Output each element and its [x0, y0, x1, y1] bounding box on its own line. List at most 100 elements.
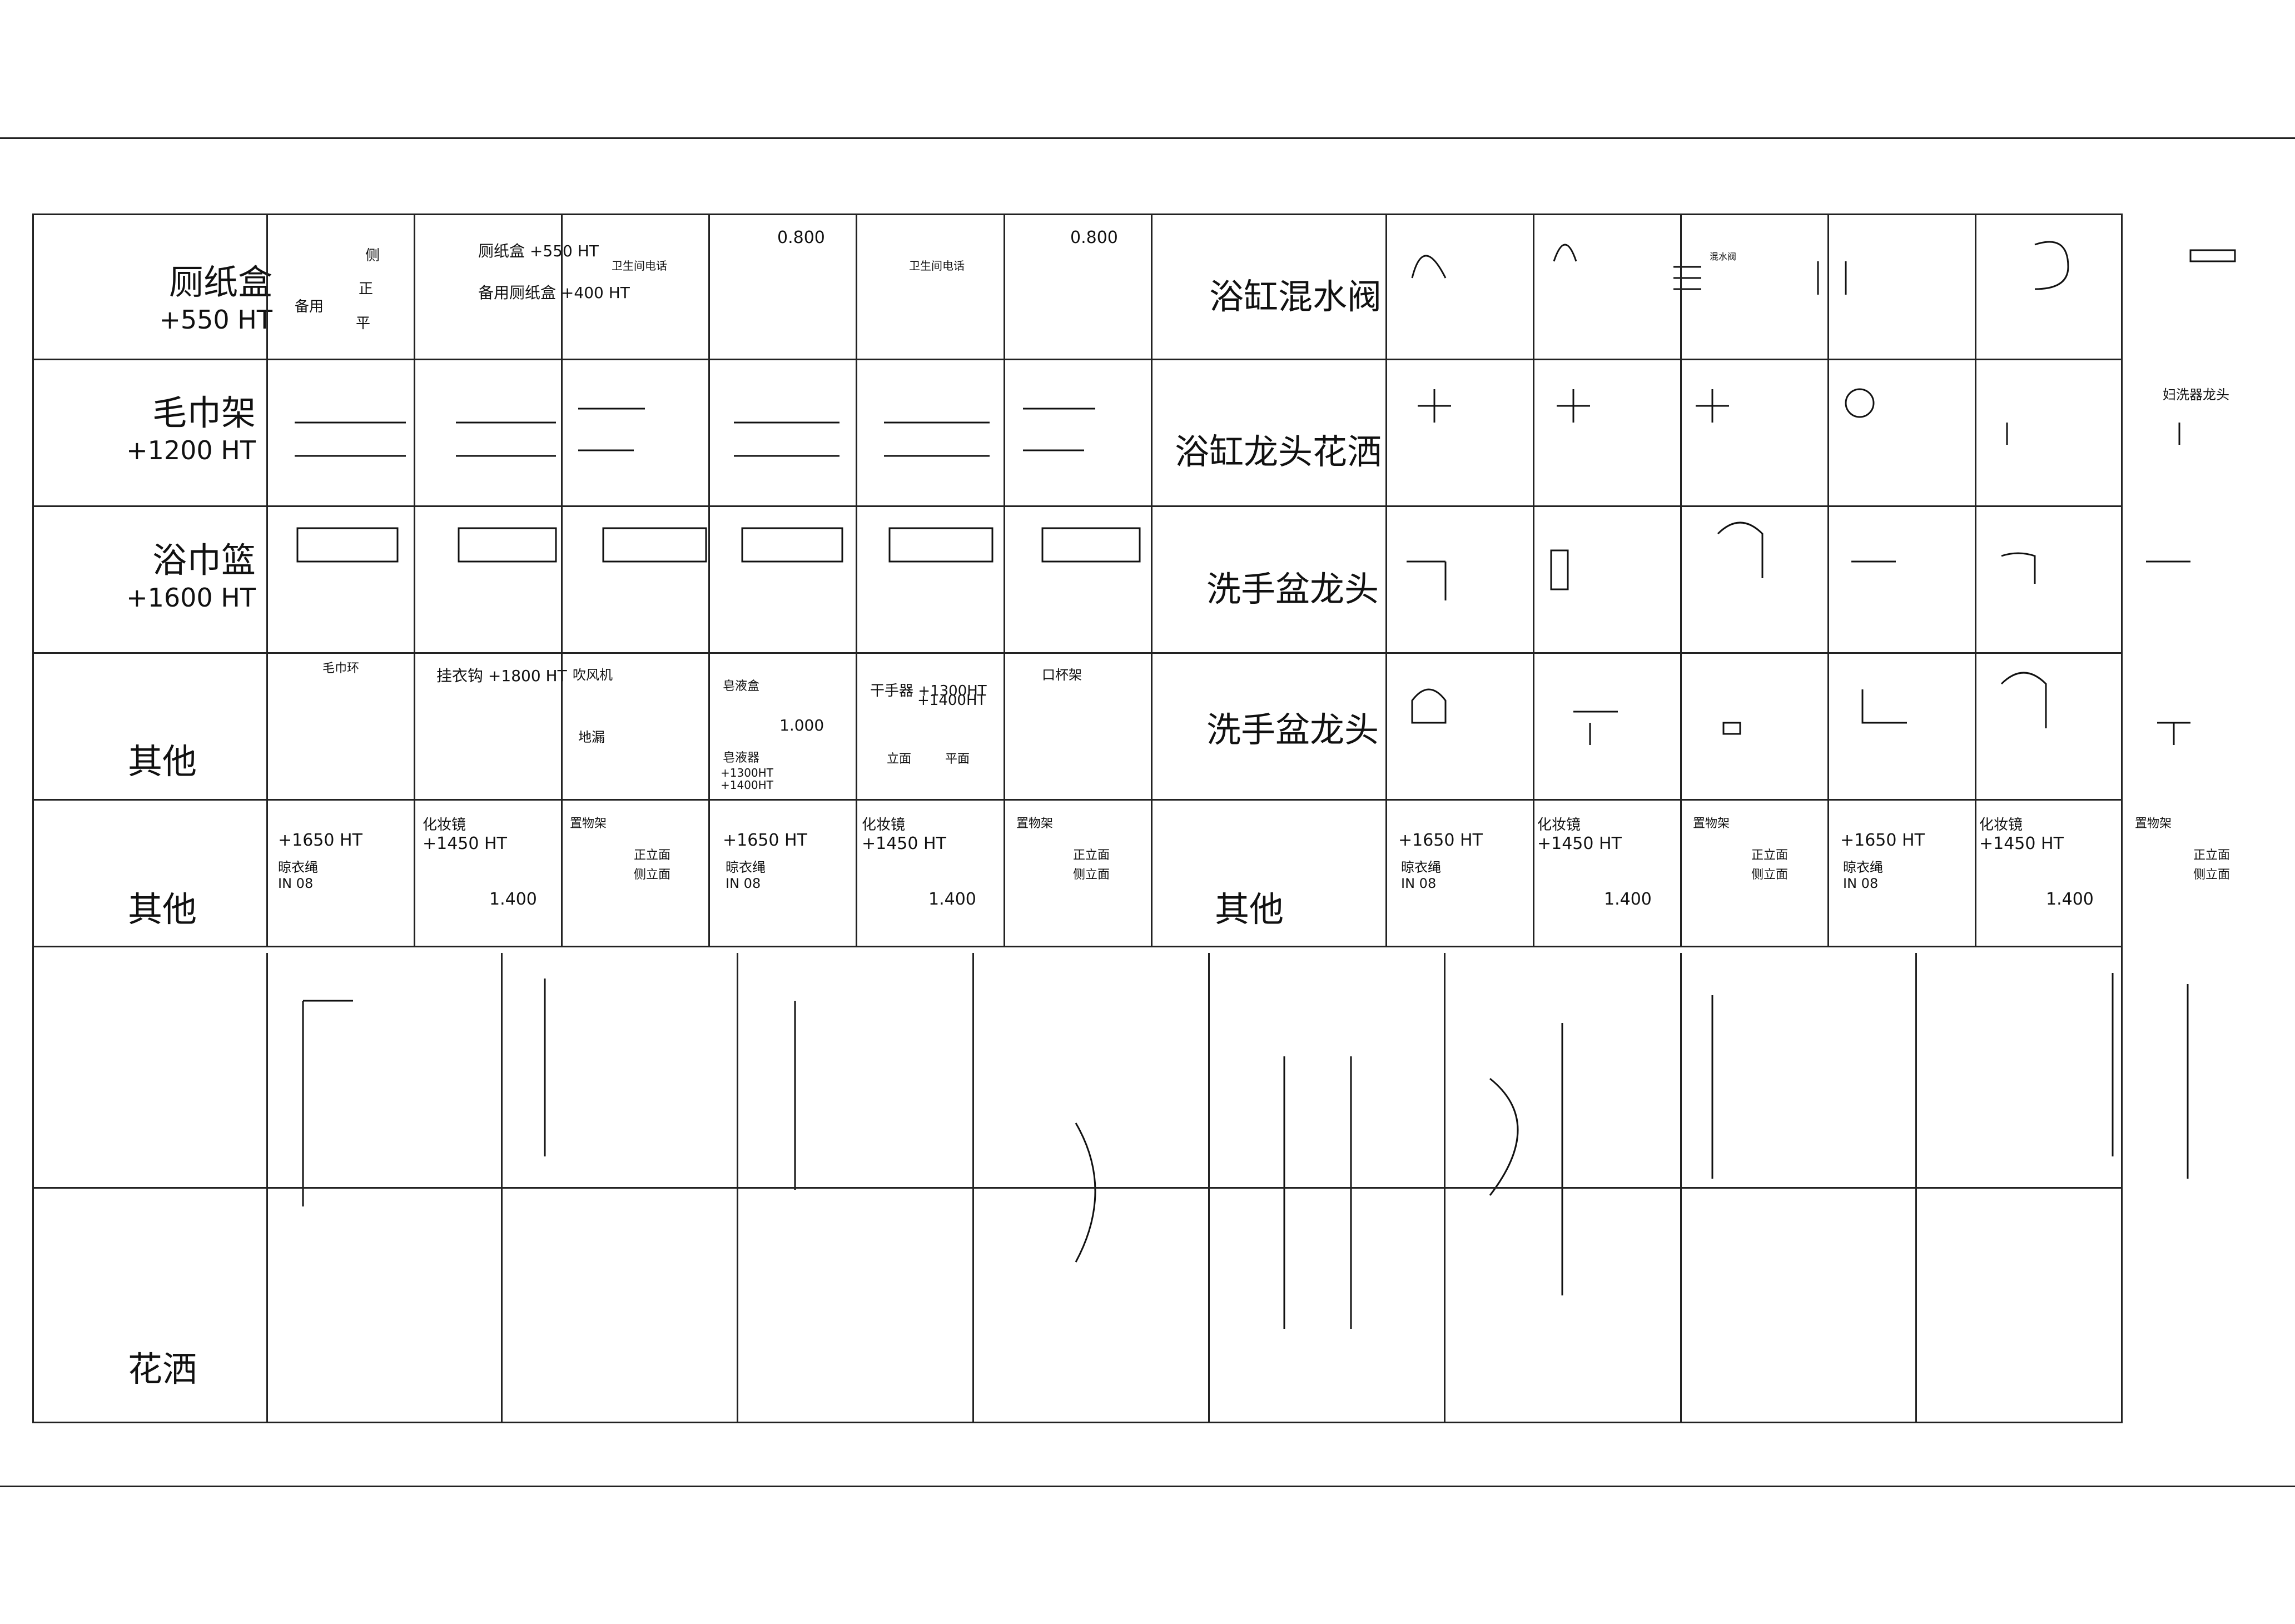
- grid-cell: [1829, 360, 1976, 507]
- ht-1650-text-2: +1650 HT: [723, 831, 807, 850]
- grid-cell: [1917, 953, 2123, 1189]
- grid-cell: [710, 360, 857, 507]
- clothes-line-label-2: 晾衣绳: [726, 856, 766, 876]
- grid-cell: [32, 1189, 268, 1423]
- clothes-line-text-1: 晾衣绳: [278, 860, 318, 875]
- in-text-4: IN: [1843, 876, 1857, 891]
- soap-dispenser-text: 皂液器: [723, 751, 760, 765]
- tissue-box-symbol-label: 厕纸盒 +550 HT: [478, 239, 599, 261]
- grid-cell: [710, 213, 857, 360]
- grid-cell: [1005, 507, 1153, 654]
- row-label-bath-shower: 浴缸龙头花洒: [1156, 431, 1382, 473]
- shelf-text-2: 置物架: [1016, 817, 1054, 831]
- grid-cell: [415, 801, 563, 947]
- ht-1450-text-1: +1450 HT: [423, 834, 507, 853]
- top-border-line: [0, 137, 2295, 139]
- front-elev-label-1: 正立面: [634, 845, 670, 863]
- mirror-height-text-1: 1.400: [489, 890, 537, 909]
- grid-cell: [1153, 654, 1387, 801]
- hair-dryer-text: 吹风机: [573, 667, 613, 683]
- ht-1650-label-2: +1650 HT: [723, 831, 807, 850]
- phone-height-label-2: 0.800: [1070, 228, 1118, 247]
- grid-cell: [710, 801, 857, 947]
- grid-cell: [710, 654, 857, 801]
- makeup-mirror-label-1: 化妆镜: [423, 813, 466, 834]
- mirror-height-text-4: 1.400: [2046, 890, 2094, 909]
- grid-cell: [857, 654, 1005, 801]
- hand-dryer-plan-label: 平面: [945, 749, 970, 767]
- towel-rack-name: 毛巾架: [152, 393, 256, 433]
- grid-cell: [415, 360, 563, 507]
- grid-cell: [1534, 213, 1682, 360]
- grid-cell: [1153, 507, 1387, 654]
- grid-cell: [1153, 801, 1387, 947]
- clothes-line-label-3: 晾衣绳: [1401, 856, 1441, 876]
- grid-cell: [415, 654, 563, 801]
- spare-tissue-box-symbol-label: 备用厕纸盒 +400 HT: [478, 281, 630, 303]
- grid-cell: [1005, 801, 1153, 947]
- phone-height-text-2: 0.800: [1070, 228, 1118, 247]
- front-elev-label-3: 正立面: [1751, 845, 1788, 863]
- ht-1450-label-1: +1450 HT: [423, 834, 507, 853]
- grid-cell: [268, 953, 503, 1189]
- grid-cell: [857, 801, 1005, 947]
- grid-cell: [1976, 507, 2123, 654]
- tissue-box-ht-text: +550 HT: [529, 242, 599, 260]
- basin-tap-2-name: 洗手盆龙头: [1206, 709, 1379, 750]
- row-label-other-3: 其他: [1215, 888, 1284, 931]
- side-elev-label-4: 侧立面: [2193, 865, 2230, 882]
- shelf-text-3: 置物架: [1693, 817, 1730, 831]
- grid-cell: [974, 953, 1210, 1189]
- grid-cell: [1153, 213, 1387, 360]
- grid-cell: [857, 360, 1005, 507]
- ht-1450-label-2: +1450 HT: [862, 834, 946, 853]
- in-text-1: IN: [278, 876, 292, 891]
- plan-view-text: 平面: [945, 752, 970, 766]
- soap-height-label: 1.000: [779, 716, 824, 734]
- shelf-text-1: 置物架: [570, 817, 607, 831]
- makeup-mirror-label-4: 化妆镜: [1979, 813, 2023, 834]
- hook-label: 挂衣钩 +1800 HT: [436, 664, 567, 686]
- floor-drain-label: 地漏: [578, 726, 605, 746]
- tissue-box-text: 厕纸盒: [478, 242, 525, 260]
- svg-text:备用: 备用: [295, 299, 324, 315]
- grid-cell: [1387, 507, 1534, 654]
- grid-cell: [738, 953, 974, 1189]
- shelf-label-4: 置物架: [2135, 813, 2172, 831]
- grid-cell: [1682, 213, 1829, 360]
- ht-1450-label-4: +1450 HT: [1979, 834, 2064, 853]
- hand-dryer-elevation-label: 立面: [887, 749, 911, 767]
- grid-cell: [268, 654, 415, 801]
- hair-dryer-label: 吹风机: [573, 664, 613, 683]
- grid-cell: [563, 213, 710, 360]
- ht-1650-label-1: +1650 HT: [278, 831, 362, 850]
- row-label-other-1: 其他: [128, 741, 197, 783]
- bathroom-phone-label-2: 卫生间电话: [909, 257, 965, 273]
- grid-cell: [1917, 1189, 2123, 1423]
- grid-cell: [1829, 213, 1976, 360]
- soap-box-text: 皂液盒: [723, 679, 760, 693]
- makeup-mirror-text-3: 化妆镜: [1537, 817, 1581, 833]
- clothes-line-label-1: 晾衣绳: [278, 856, 318, 876]
- cup-holder-text: 口杯架: [1042, 667, 1082, 683]
- grid-cell: [563, 360, 710, 507]
- ht-1450-text-4: +1450 HT: [1979, 834, 2064, 853]
- towel-ring-label: 毛巾环: [322, 658, 359, 676]
- ht-1450-label-3: +1450 HT: [1537, 834, 1622, 853]
- grid-cell: [415, 507, 563, 654]
- shower-name: 花洒: [128, 1349, 197, 1389]
- grid-cell: [32, 801, 268, 947]
- elevation-text: 立面: [887, 752, 912, 766]
- soap-height-text: 1.000: [779, 716, 824, 734]
- grid-cell: [1210, 1189, 1445, 1423]
- grid-cell: [268, 213, 415, 360]
- front-elev-text-2: 正立面: [1073, 848, 1110, 862]
- grid-cell: [1976, 360, 2123, 507]
- row-label-other-2: 其他: [128, 888, 197, 931]
- ht-1650-text-4: +1650 HT: [1840, 831, 1925, 850]
- svg-text:正: 正: [359, 281, 373, 297]
- soap-dispenser-label: 皂液器: [723, 748, 759, 766]
- cup-holder-label: 口杯架: [1042, 664, 1082, 683]
- mirror-height-label-1: 1.400: [489, 890, 537, 909]
- soap-ht2-text: +1400HT: [721, 778, 773, 792]
